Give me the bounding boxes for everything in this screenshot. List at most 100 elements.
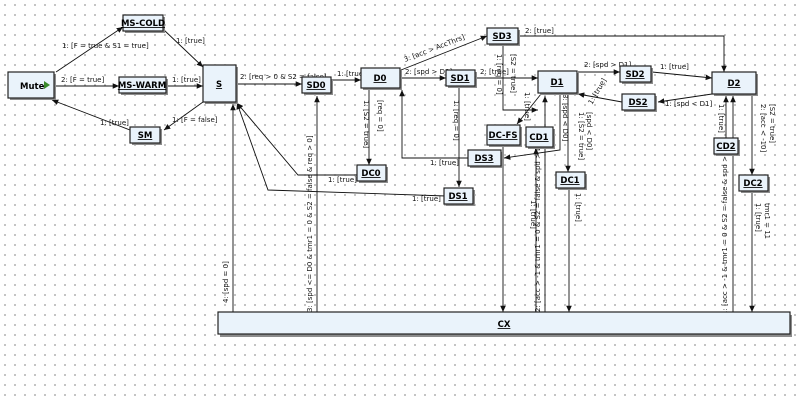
label-dc0-s: 1: [true] [328, 176, 357, 184]
edge-d0-sd3[interactable] [400, 35, 488, 71]
state-cd2-label: CD2 [716, 142, 735, 152]
state-ms-warm[interactable]: MS-WARM [118, 76, 168, 95]
label-d1-dcfs: 1: [true] [523, 92, 531, 121]
state-ds2[interactable]: DS2 [621, 93, 657, 112]
label-d0-req: [req = 0] [376, 100, 384, 132]
state-mute-label: Mute [20, 82, 45, 92]
label-sd1-ds1: 1: [req = 0] [452, 100, 460, 141]
label-dc1-cx: 1: [true] [574, 193, 582, 222]
state-sd0-label: SD0 [306, 81, 325, 91]
state-ds1-label: DS1 [448, 192, 467, 202]
state-ms-warm-label: MS-WARM [118, 81, 166, 91]
label-cx-d1: 2: [acc > -1 & tmr1 = 0 & S2 = false & s… [534, 138, 542, 312]
state-sm-label: SM [138, 131, 153, 141]
label-cx-d2: 1: [acc > -1 & tmr1 = 0 & S2 = false & s… [721, 141, 729, 315]
state-d2-label: D2 [728, 79, 741, 89]
label-d1-dc1-b: [spd < D0] [585, 112, 593, 150]
label-s-sm: 1: [F = false] [172, 116, 218, 124]
label-sd3-d1: 1: [req = 0] [495, 54, 503, 95]
state-dc2[interactable]: DC2 [738, 174, 770, 193]
label-sd3-d2: 2: [true] [525, 27, 554, 35]
edge-ds1-s[interactable] [236, 102, 447, 197]
state-cd1-label: CD1 [529, 133, 548, 143]
state-sd1[interactable]: SD1 [445, 69, 477, 88]
edge-sd3-d1[interactable] [502, 44, 538, 113]
label-ds1-s: 1: [true] [412, 195, 441, 203]
label-sd1-d1: 2: [true] [480, 68, 509, 76]
label-dc2-tmr: tmr1 = 11 [763, 203, 771, 239]
label-sd3-sub: [S2 = true] [509, 54, 517, 93]
state-d0[interactable]: D0 [360, 67, 402, 90]
edge-sd2-d2[interactable] [651, 71, 713, 81]
state-sd1-label: SD1 [450, 74, 469, 84]
edge-mscold-s[interactable] [163, 29, 204, 68]
state-cx-label: CX [498, 320, 511, 330]
label-ds3-d0: 1: [true] [430, 159, 459, 167]
label-mswarm-s: 1: [true] [172, 76, 201, 84]
state-ds1[interactable]: DS1 [443, 187, 475, 206]
state-sd2[interactable]: SD2 [619, 65, 653, 84]
label-mscold-s: 1: [true] [176, 37, 205, 45]
state-sm[interactable]: SM [129, 126, 162, 145]
label-d2-ds2: 1: [spd < D1] [665, 100, 712, 108]
label-d0-dc0: 1: [S2 = true] [362, 100, 370, 148]
edge-d1-dcfs[interactable] [516, 93, 542, 125]
edge-d2-ds2[interactable] [657, 93, 713, 104]
state-dc0[interactable]: DC0 [356, 164, 388, 183]
state-dc1[interactable]: DC1 [555, 171, 587, 190]
label-ds2-d1: 1: [true] [587, 77, 608, 106]
state-ds2-label: DS2 [628, 98, 647, 108]
label-sd2-d2: 1: [true] [660, 63, 689, 71]
state-dc0-label: DC0 [361, 169, 380, 179]
state-cx[interactable]: CX [217, 311, 792, 337]
label-sm-mute: 1: [true] [100, 119, 129, 127]
label-d1-sd2: 2: [spd > D1] [584, 61, 631, 69]
label-mute-mswarm: 2: [F = true] [61, 76, 104, 84]
state-sd0[interactable]: SD0 [301, 76, 333, 95]
state-cd1[interactable]: CD1 [525, 126, 555, 149]
state-ds3[interactable]: DS3 [467, 149, 503, 168]
state-cd2[interactable]: CD2 [713, 137, 740, 156]
edge-dc0-s[interactable] [236, 102, 357, 176]
initial-state-play-icon [44, 81, 50, 89]
edge-s-sm[interactable] [163, 101, 204, 131]
state-mute[interactable]: Mute [7, 71, 56, 100]
state-dc-fs-label: DC-FS [489, 131, 518, 141]
edge-sm-mute[interactable] [51, 99, 131, 131]
state-s-label: S [216, 80, 222, 90]
label-d2-dc2: 2: [acc < -10] [759, 104, 767, 153]
label-mute-mscold: 1: [F = true & S1 = true] [62, 42, 149, 50]
state-ms-cold-label: MS-COLD [121, 19, 165, 29]
states: Mute MS-COLD MS-WARM SM S [7, 14, 792, 337]
edge-d1-ds3[interactable] [503, 94, 561, 160]
state-dc2-label: DC2 [743, 179, 762, 189]
label-cx-s: 4: [spd = 0] [222, 261, 230, 303]
state-sd2-label: SD2 [625, 70, 644, 80]
state-dc-fs[interactable]: DC-FS [486, 124, 522, 147]
label-cx-cd1: 1: [true] [529, 200, 537, 229]
label-cd2-d2: 1: [true] [717, 104, 725, 133]
label-sd0-d0: 1: [true] [337, 70, 366, 78]
label-d0-sd3: 3: [acc > AccThrs] [403, 33, 466, 64]
state-ms-cold[interactable]: MS-COLD [121, 14, 165, 33]
state-sd3-label: SD3 [492, 32, 511, 42]
state-s[interactable]: S [202, 64, 238, 104]
state-d2[interactable]: D2 [711, 71, 758, 96]
edge-mute-mscold[interactable] [55, 26, 124, 73]
label-d2-dc2-b: [S2 = true] [768, 104, 776, 143]
label-cx-sd0: 3: [spd <= D0 & tmr1 = 0 & S2 = false & … [306, 135, 314, 312]
state-dc1-label: DC1 [560, 176, 579, 186]
state-d1[interactable]: D1 [537, 70, 579, 95]
edge-sd3-d2[interactable] [519, 35, 727, 72]
label-dc2-cx: 1: [true] [754, 203, 762, 232]
state-sd3[interactable]: SD3 [486, 27, 520, 46]
state-d0-label: D0 [374, 74, 387, 84]
label-d0-sd1: 2: [spd > D0] [405, 68, 452, 76]
edge-ds3-d0[interactable] [399, 90, 468, 159]
state-ds3-label: DS3 [474, 154, 493, 164]
transitions: 1: [F = true & S1 = true] 1: [true] 2: [… [51, 26, 776, 315]
label-d1-ds3: 3: [spd < D0] [561, 94, 569, 141]
edge-ds2-d1[interactable] [577, 92, 623, 103]
label-d1-dc1: 1: [S2 = true] [577, 112, 585, 160]
